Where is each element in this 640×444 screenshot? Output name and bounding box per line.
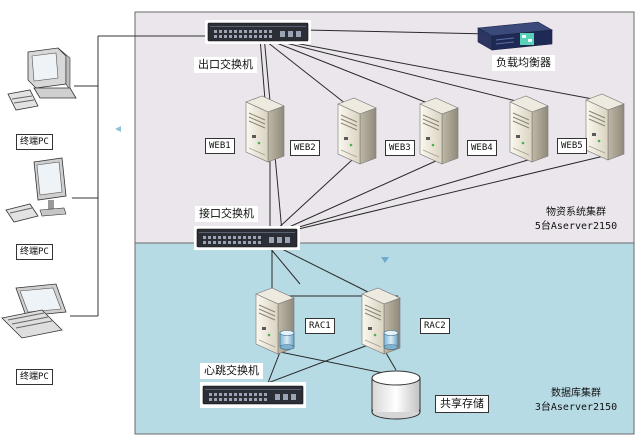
- app-network-lines: [259, 29, 605, 233]
- left-arrow-icon: [115, 126, 121, 132]
- load-balancer-label: 负载均衡器: [492, 55, 555, 71]
- web-label-2: WEB2: [290, 140, 320, 156]
- terminal-pc-1-label: 终端PC: [16, 134, 53, 150]
- rac-label-1: RAC1: [305, 318, 335, 334]
- shared-storage-label: 共享存储: [435, 395, 489, 413]
- web-label-5: WEB5: [557, 138, 587, 154]
- shared-storage-icon: [371, 370, 421, 420]
- rac2-disk-icon: [383, 330, 399, 350]
- db-cluster-detail: 3台Aserver2150: [534, 402, 618, 413]
- web-server-5: [585, 93, 625, 161]
- web-server-3: [419, 97, 459, 165]
- app-cluster-detail: 5台Aserver2150: [534, 221, 618, 232]
- rac1-disk-icon: [279, 330, 295, 350]
- web-label-4: WEB4: [467, 140, 497, 156]
- terminal-pc-1-icon: [7, 47, 77, 111]
- pc-bus-lines: [70, 35, 210, 317]
- web-label-3: WEB3: [385, 140, 415, 156]
- terminal-pc-2-label: 终端PC: [16, 244, 53, 260]
- heartbeat-switch-label: 心跳交换机: [200, 363, 263, 379]
- web-server-1: [245, 95, 285, 163]
- web-server-4: [509, 95, 549, 163]
- load-balancer-device: [477, 21, 553, 51]
- db-cluster-name: 数据库集群: [551, 388, 601, 399]
- interface-switch: [196, 228, 298, 248]
- exit-switch: [207, 22, 309, 42]
- app-cluster-name: 物资系统集群: [546, 207, 606, 218]
- terminal-pc-3-icon: [1, 283, 67, 339]
- terminal-pc-3-label: 终端PC: [16, 369, 53, 385]
- app-cluster-zone: [134, 11, 635, 244]
- terminal-pc-2-icon: [5, 157, 67, 223]
- down-arrow-icon: [381, 257, 389, 263]
- interface-switch-label: 接口交换机: [195, 206, 258, 222]
- heartbeat-switch: [202, 385, 304, 405]
- web-server-2: [337, 97, 377, 165]
- web-label-1: WEB1: [205, 138, 235, 154]
- exit-switch-label: 出口交换机: [194, 57, 257, 73]
- rac-label-2: RAC2: [420, 318, 450, 334]
